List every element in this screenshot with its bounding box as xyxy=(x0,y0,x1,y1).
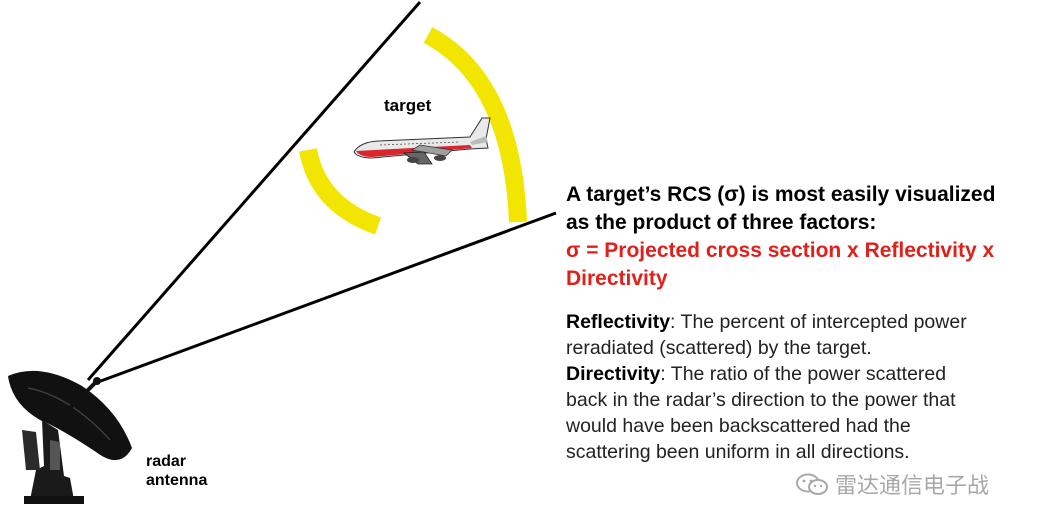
radar-dish-icon xyxy=(8,370,132,504)
target-label: target xyxy=(384,96,432,115)
wechat-icon xyxy=(796,473,828,495)
directivity-term: Directivity xyxy=(566,363,661,385)
explanation-text-block: A target’s RCS (σ) is most easily visual… xyxy=(566,181,1040,465)
rcs-heading-line1: A target’s RCS (σ) is most easily visual… xyxy=(566,183,996,206)
beam-lower-line xyxy=(97,211,557,384)
beam-upper-line xyxy=(86,1,422,381)
reflectivity-definition-line1: Reflectivity: The percent of intercepted… xyxy=(566,309,1040,335)
rcs-formula-line2: Directivity xyxy=(566,267,668,290)
reflection-arc-outer xyxy=(423,27,527,223)
directivity-definition-line3: would have been backscattered had the xyxy=(566,415,911,437)
watermark: 雷达通信电子战 xyxy=(795,468,989,500)
radar-label-line1: radar xyxy=(146,453,187,470)
directivity-definition-line2: back in the radar’s direction to the pow… xyxy=(566,389,956,411)
radar-antenna-label: radar antenna xyxy=(146,452,207,490)
reflection-arc-inner xyxy=(299,148,382,235)
spacer xyxy=(566,293,1040,309)
directivity-def-part1: : The ratio of the power scattered xyxy=(660,363,947,385)
directivity-definition-line1: Directivity: The ratio of the power scat… xyxy=(566,361,1040,387)
airplane-icon xyxy=(353,117,491,165)
reflectivity-term: Reflectivity xyxy=(566,311,671,333)
reflectivity-definition-line2: reradiated (scattered) by the target. xyxy=(566,337,872,359)
radar-label-line2: antenna xyxy=(146,472,208,489)
rcs-heading-line2: as the product of three factors: xyxy=(566,211,877,234)
reflectivity-def-part1: : The percent of intercepted power xyxy=(670,311,967,333)
rcs-formula-line1: σ = Projected cross section x Reflectivi… xyxy=(566,239,995,262)
watermark-text: 雷达通信电子战 xyxy=(835,473,990,498)
directivity-definition-line4: scattering been uniform in all direction… xyxy=(566,441,910,463)
